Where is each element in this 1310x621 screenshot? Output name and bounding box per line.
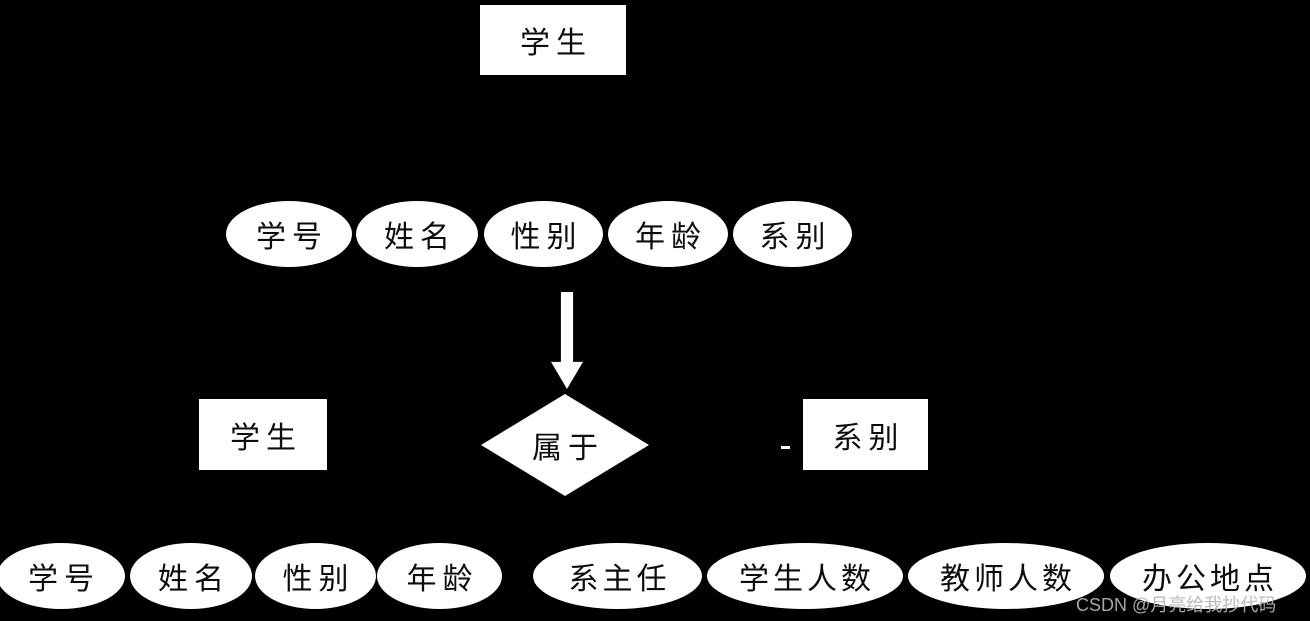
attribute-teacher-count: 教师人数 <box>908 543 1104 609</box>
attribute-label: 系别 <box>759 221 832 254</box>
attribute-student-count: 学生人数 <box>707 543 903 609</box>
relationship-belongs-to: 属于 <box>481 394 649 496</box>
attribute-student-id: 学号 <box>226 201 352 267</box>
attribute-label: 教师人数 <box>940 563 1076 596</box>
attribute-gender-bottom: 性别 <box>255 543 376 609</box>
attribute-label: 姓名 <box>158 563 230 596</box>
entity-department: 系别 <box>803 399 928 470</box>
attribute-label: 办公地点 <box>1142 563 1278 596</box>
attribute-age-bottom: 年龄 <box>377 543 502 609</box>
attribute-label: 性别 <box>282 563 355 596</box>
attribute-label: 学号 <box>28 563 100 596</box>
entity-student-top: 学生 <box>480 5 626 75</box>
attribute-label: 系主任 <box>568 563 671 596</box>
down-arrow-icon <box>551 292 583 389</box>
attribute-label: 性别 <box>510 221 583 254</box>
attribute-name: 姓名 <box>356 201 478 267</box>
attribute-label: 姓名 <box>384 221 456 254</box>
attribute-label: 年龄 <box>635 221 707 254</box>
attribute-label: 学号 <box>256 221 328 254</box>
attribute-office-location: 办公地点 <box>1110 543 1306 609</box>
entity-student: 学生 <box>199 399 327 470</box>
attribute-name-bottom: 姓名 <box>130 543 252 609</box>
attribute-department: 系别 <box>733 201 852 267</box>
attribute-student-id-bottom: 学号 <box>0 543 125 609</box>
entity-label: 学生 <box>230 421 302 455</box>
csdn-watermark: CSDN @月亮给我抄代码 <box>1076 595 1277 615</box>
attribute-gender: 性别 <box>484 201 603 267</box>
attribute-label: 学生人数 <box>739 563 875 596</box>
attribute-department-head: 系主任 <box>533 543 702 609</box>
attribute-age: 年龄 <box>608 201 728 267</box>
relationship-label: 属于 <box>532 432 604 465</box>
attribute-label: 年龄 <box>406 563 479 596</box>
connector-line-fragment <box>781 446 790 449</box>
entity-label: 系别 <box>832 421 905 455</box>
entity-label: 学生 <box>520 27 592 60</box>
